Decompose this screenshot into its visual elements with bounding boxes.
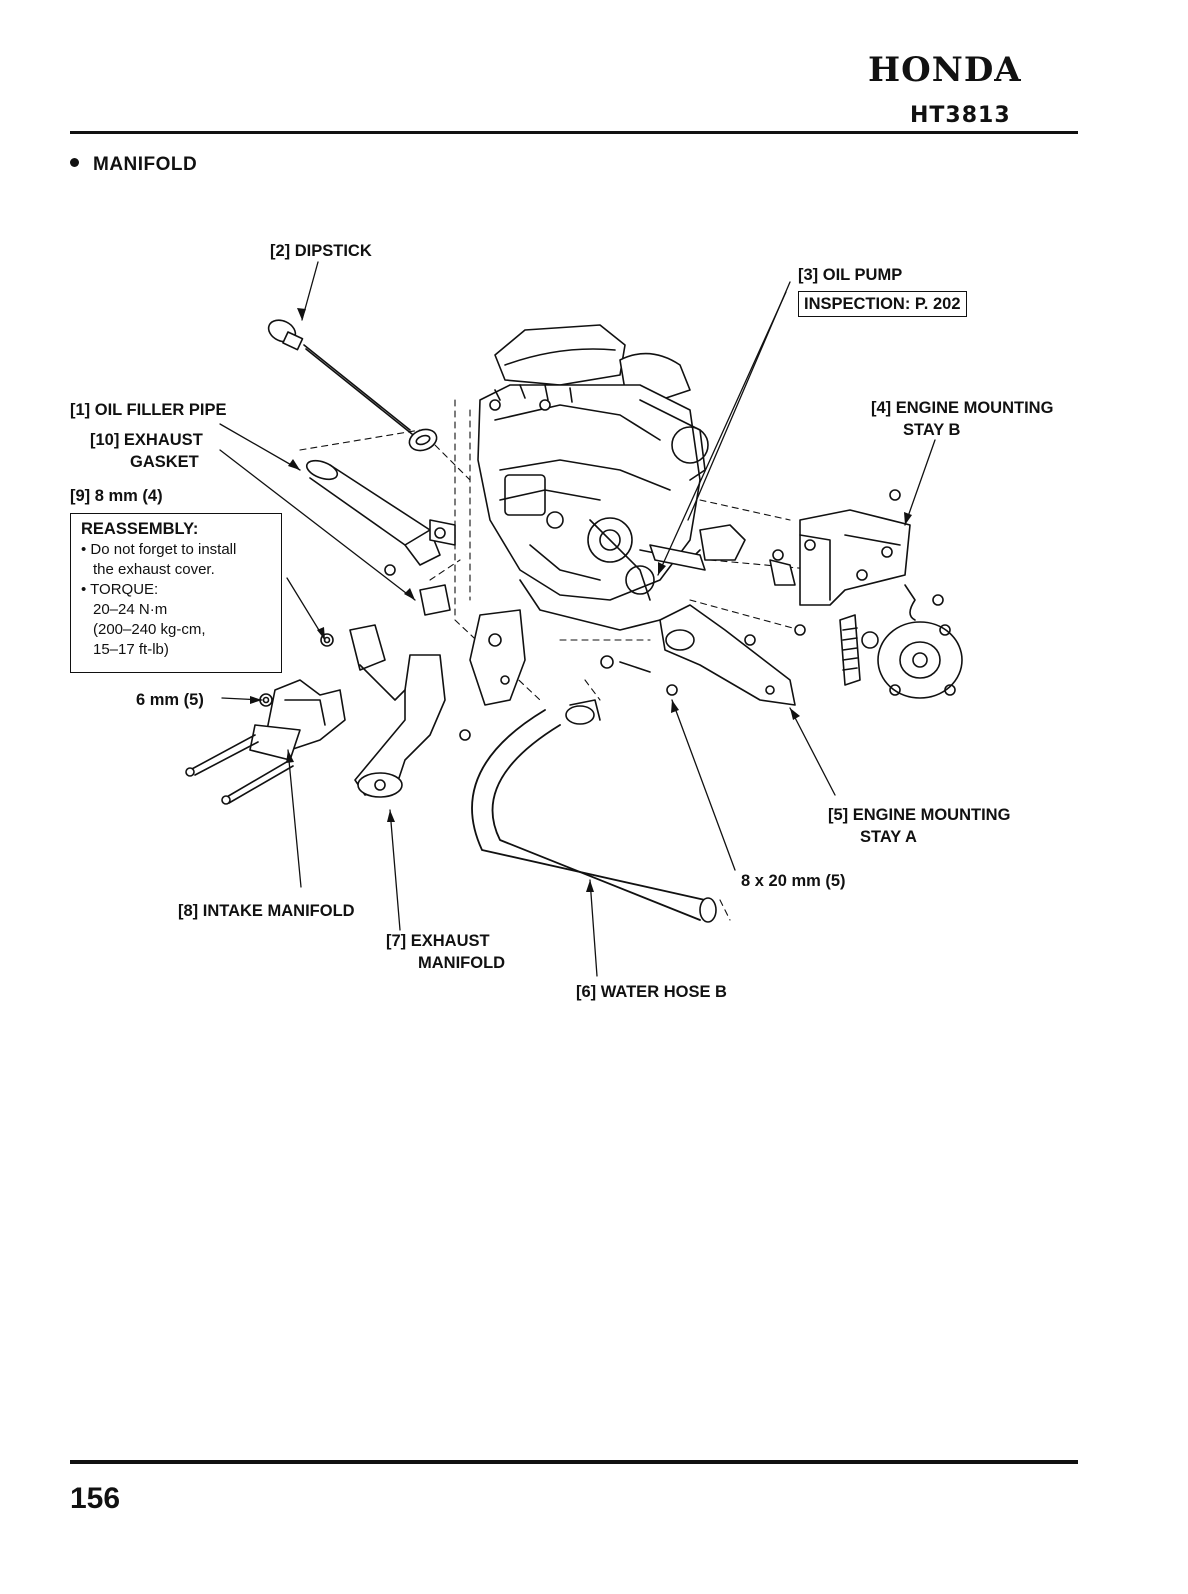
section-title: MANIFOLD	[70, 154, 197, 176]
fasteners-drawing	[259, 399, 944, 741]
brand-logo: HONDA	[868, 50, 1022, 90]
bullet-icon	[70, 158, 79, 168]
water-hose-drawing	[471, 699, 717, 923]
oil-filler-pipe-drawing	[305, 459, 456, 566]
footer-rule	[70, 1460, 1078, 1464]
reassembly-line: 15–17 ft-lb)	[93, 641, 169, 658]
label-bolt-8mm: [9] 8 mm (4)	[70, 487, 163, 505]
label-exhaust-manifold-line2: MANIFOLD	[418, 954, 506, 972]
label-exhaust-gasket-line2: GASKET	[130, 453, 199, 471]
reassembly-line: • Do not forget to install	[81, 541, 237, 558]
label-water-hose-b: [6] WATER HOSE B	[576, 983, 727, 1001]
reassembly-line: the exhaust cover.	[93, 561, 215, 578]
header-rule	[70, 131, 1078, 134]
dipstick-drawing	[267, 319, 438, 452]
leader-lines	[219, 261, 936, 977]
label-bolt-8x20mm: 8 x 20 mm (5)	[741, 872, 846, 890]
label-dipstick: [2] DIPSTICK	[270, 242, 372, 260]
flywheel-drawing	[839, 584, 963, 699]
label-oil-filler-pipe: [1] OIL FILLER PIPE	[70, 401, 227, 419]
leader-arrowheads	[250, 308, 912, 892]
engine-mounting-stay-a-drawing	[659, 604, 796, 706]
label-intake-manifold: [8] INTAKE MANIFOLD	[178, 902, 355, 920]
page-number: 156	[70, 1482, 121, 1515]
oil-pump-drawing	[649, 524, 746, 571]
reassembly-line: 20–24 N·m	[93, 601, 168, 618]
label-engine-mounting-stay-b-line2: STAY B	[903, 421, 961, 439]
model-number: HT3813	[910, 103, 1011, 128]
label-exhaust-manifold: [7] EXHAUST	[386, 932, 490, 950]
reassembly-title: REASSEMBLY:	[81, 520, 199, 538]
label-nut-6mm: 6 mm (5)	[136, 691, 204, 709]
engine-mounting-stay-b-drawing	[769, 509, 911, 606]
engine-block-drawing	[477, 324, 709, 631]
reassembly-note: REASSEMBLY: • Do not forget to install t…	[70, 513, 282, 673]
exhaust-manifold-drawing	[349, 624, 446, 798]
inspection-reference-box: INSPECTION: P. 202	[798, 291, 967, 317]
label-engine-mounting-stay-a-line2: STAY A	[860, 828, 917, 846]
label-engine-mounting-stay-b: [4] ENGINE MOUNTING	[871, 399, 1054, 417]
exhaust-gasket-drawing	[419, 584, 526, 706]
label-oil-pump: [3] OIL PUMP	[798, 266, 903, 284]
reassembly-line: • TORQUE:	[81, 581, 159, 598]
label-exhaust-gasket: [10] EXHAUST	[90, 431, 203, 449]
label-engine-mounting-stay-a: [5] ENGINE MOUNTING	[828, 806, 1011, 824]
reassembly-line: (200–240 kg-cm,	[93, 621, 206, 638]
